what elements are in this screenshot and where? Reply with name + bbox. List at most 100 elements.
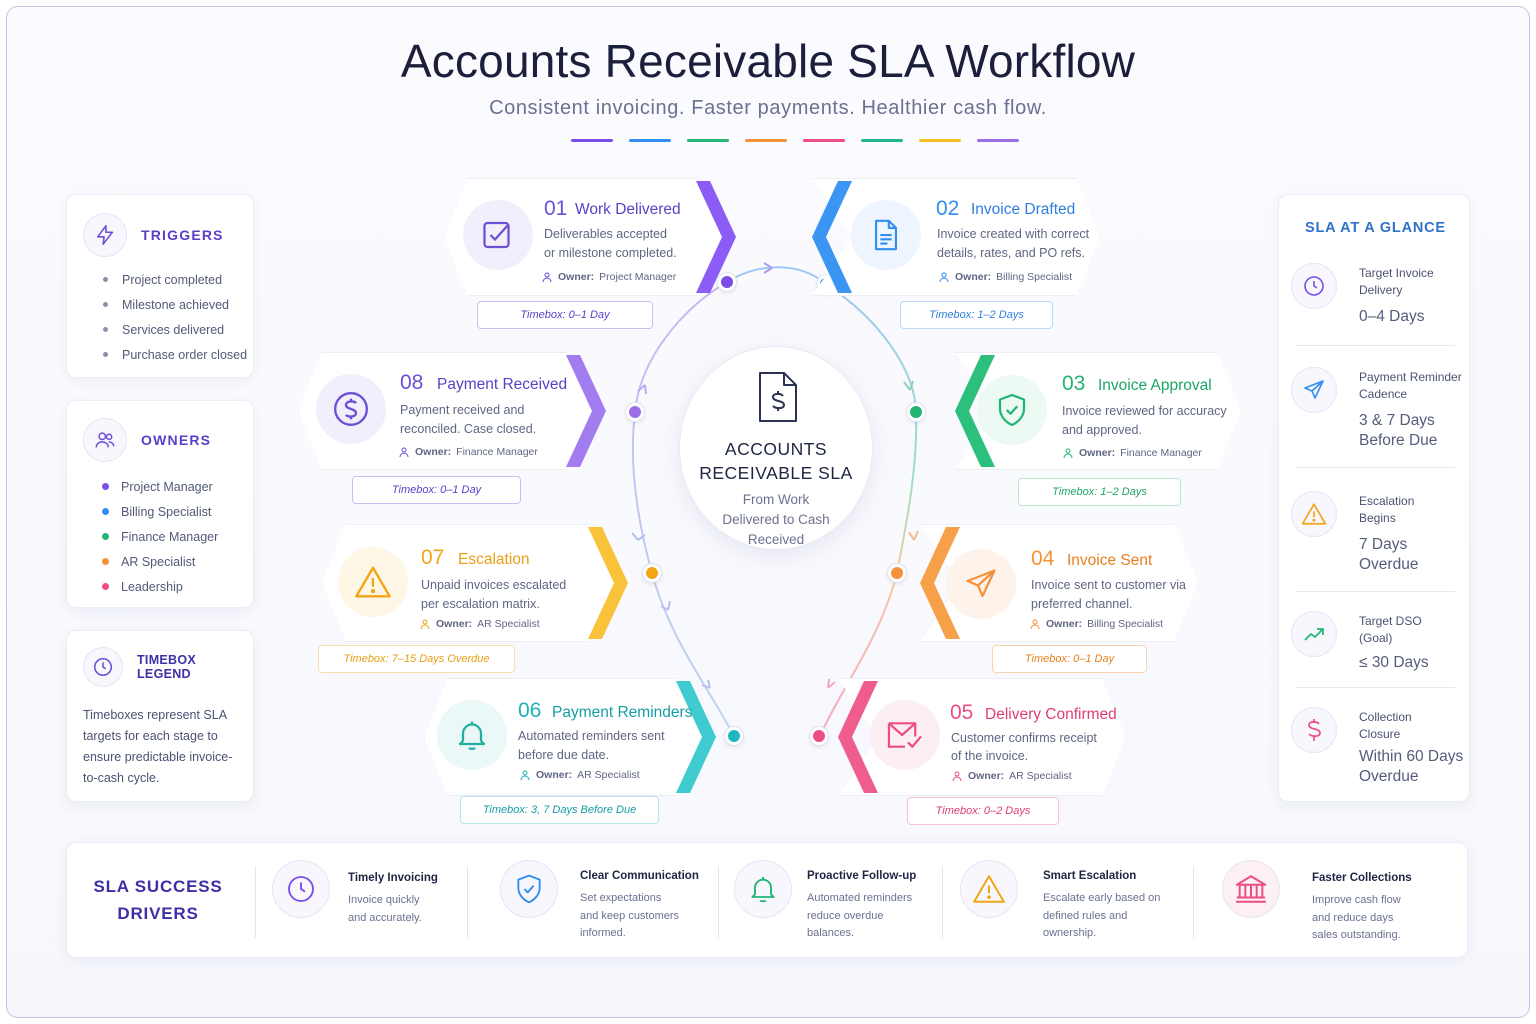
node-06	[725, 727, 743, 745]
page-subtitle: Consistent invoicing. Faster payments. H…	[489, 97, 1047, 119]
step-02-desc-1: Invoice created with correct	[937, 227, 1090, 241]
step-01-timebox: Timebox: 0–1 Day	[477, 301, 653, 329]
clock-icon	[1291, 263, 1337, 309]
step-01-owner: Owner:Project Manager	[541, 271, 676, 283]
step-02-owner: Owner:Billing Specialist	[938, 271, 1072, 283]
person-icon	[939, 272, 949, 283]
triggers-panel: TRIGGERS Project completed Milestone ach…	[66, 194, 254, 378]
color-dashes	[571, 139, 1019, 142]
sla-glance-panel: SLA AT A GLANCE Target Invoice Delivery …	[1278, 194, 1470, 802]
step-06-number: 06	[518, 699, 542, 722]
list-item: Services delivered	[83, 317, 253, 342]
step-03-timebox: Timebox: 1–2 Days	[1018, 478, 1181, 506]
step-06-chevron	[676, 681, 716, 793]
step-02-name: Invoice Drafted	[971, 201, 1076, 218]
step-02-number: 02	[936, 197, 960, 220]
person-icon	[952, 771, 962, 782]
step-01-icon	[463, 200, 533, 270]
legend-title: TIMEBOX LEGEND	[137, 653, 197, 681]
list-item: Purchase order closed	[83, 342, 253, 367]
person-icon	[520, 770, 530, 781]
step-08-chevron	[566, 355, 606, 467]
step-05-number: 05	[950, 701, 974, 724]
list-item: AR Specialist	[83, 549, 253, 574]
step-03-number: 03	[1062, 372, 1086, 395]
triggers-list: Project completed Milestone achieved Ser…	[83, 267, 253, 367]
envelope-check-icon	[887, 722, 922, 748]
step-01-number: 01	[544, 197, 568, 220]
step-04-card	[920, 524, 1198, 642]
step-04-desc-2: preferred channel.	[1031, 597, 1133, 611]
person-icon	[399, 447, 409, 458]
glance-item: Payment Reminder Cadence 3 & 7 Days Befo…	[1279, 367, 1469, 479]
step-06-owner: Owner:AR Specialist	[519, 769, 640, 781]
shield-check-icon	[998, 393, 1026, 427]
warning-icon	[960, 860, 1018, 918]
dollar-icon	[1291, 707, 1337, 753]
step-02-desc-2: details, rates, and PO refs.	[937, 246, 1085, 260]
timebox-legend-panel: TIMEBOX LEGEND Timeboxes represent SLA t…	[66, 630, 254, 802]
warning-icon	[355, 566, 391, 598]
checkbox-icon	[483, 221, 510, 249]
step-04-chevron	[920, 527, 960, 639]
owners-list: Project Manager Billing Specialist Finan…	[83, 474, 253, 599]
step-07-desc-1: Unpaid invoices escalated	[421, 578, 567, 592]
step-05-icon	[870, 700, 940, 770]
shield-check-icon	[500, 860, 558, 918]
step-04-owner: Owner:Billing Specialist	[1029, 618, 1163, 630]
node-03	[907, 403, 925, 421]
step-08-number: 08	[400, 371, 424, 394]
step-07-owner: Owner:AR Specialist	[419, 618, 540, 630]
list-item: Milestone achieved	[83, 292, 253, 317]
step-05-name: Delivery Confirmed	[985, 706, 1117, 723]
step-07-chevron	[588, 527, 628, 639]
step-04-timebox: Timebox: 0–1 Day	[992, 645, 1147, 673]
list-item: Project Manager	[83, 474, 253, 499]
glance-item: Escalation Begins 7 Days Overdue	[1279, 491, 1469, 603]
driver-smart-escalation: Smart Escalation Escalate early based on…	[960, 860, 1180, 950]
step-08-name: Payment Received	[437, 376, 568, 393]
document-icon	[875, 219, 897, 251]
step-06-desc-2: before due date.	[518, 748, 610, 762]
step-02-chevron	[812, 181, 852, 293]
legend-text: Timeboxes represent SLA targets for each…	[83, 708, 233, 785]
hub-title-line1: ACCOUNTS	[724, 439, 828, 459]
step-08-desc-2: reconciled. Case closed.	[400, 422, 537, 436]
step-05-desc-2: of the invoice.	[951, 749, 1029, 763]
step-04-name: Invoice Sent	[1067, 552, 1153, 569]
bell-icon	[734, 860, 792, 918]
step-04-desc-1: Invoice sent to customer via	[1031, 578, 1186, 592]
list-item: Billing Specialist	[83, 499, 253, 524]
step-01-name: Work Delivered	[575, 201, 681, 218]
person-icon	[1030, 619, 1040, 630]
person-icon	[420, 619, 430, 630]
step-03-icon	[977, 375, 1047, 445]
list-item: Project completed	[83, 267, 253, 292]
node-08	[626, 403, 644, 421]
trend-up-icon	[1291, 611, 1337, 657]
step-08-owner: Owner:Finance Manager	[398, 446, 538, 458]
list-item: Finance Manager	[83, 524, 253, 549]
paper-plane-icon	[1291, 367, 1337, 413]
node-04	[888, 564, 906, 582]
step-01-desc-2: or milestone completed.	[544, 246, 677, 260]
node-05	[810, 727, 828, 745]
step-02-timebox: Timebox: 1–2 Days	[900, 301, 1053, 329]
step-07-name: Escalation	[458, 551, 530, 568]
glance-title: SLA AT A GLANCE	[1305, 220, 1446, 236]
step-03-name: Invoice Approval	[1098, 377, 1212, 394]
bell-icon	[458, 721, 486, 750]
center-hub: ACCOUNTS RECEIVABLE SLA From Work Delive…	[679, 346, 873, 550]
bank-icon	[1222, 860, 1280, 918]
hub-title-line2: RECEIVABLE SLA	[699, 463, 853, 483]
warning-icon	[1291, 491, 1337, 537]
step-08-desc-1: Payment received and	[400, 403, 525, 417]
step-07-number: 07	[421, 546, 445, 569]
list-item: Leadership	[83, 574, 253, 599]
step-03-owner: Owner:Finance Manager	[1062, 447, 1202, 459]
step-05-timebox: Timebox: 0–2 Days	[907, 797, 1059, 825]
step-07-icon	[338, 547, 408, 617]
page-title: Accounts Receivable SLA Workflow	[400, 35, 1136, 87]
